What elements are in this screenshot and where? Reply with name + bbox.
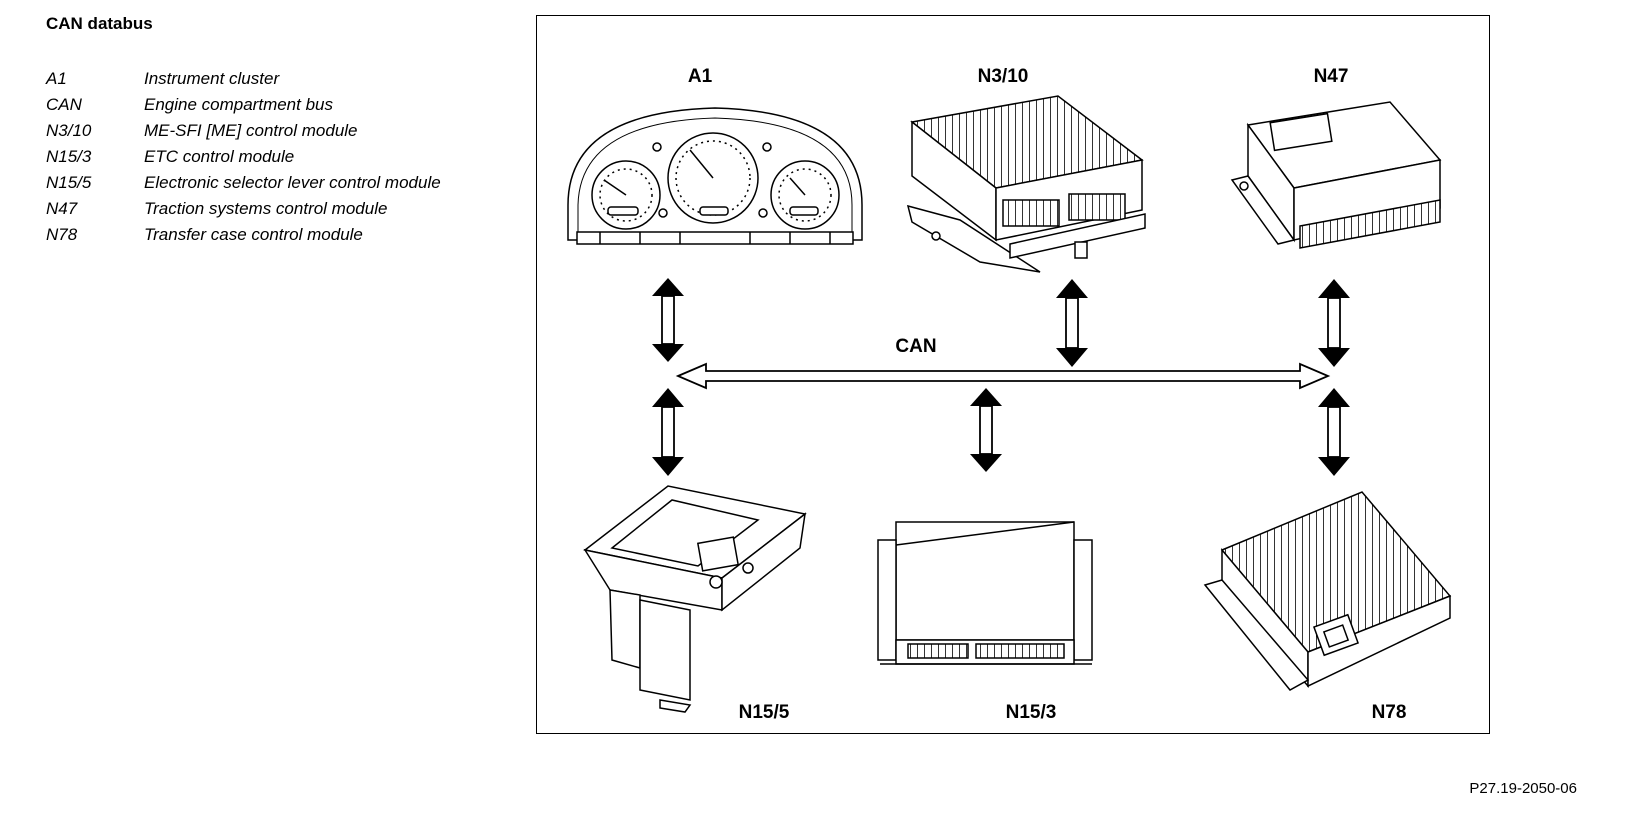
arrow-n15-3 [970, 388, 1002, 472]
legend-description: Engine compartment bus [144, 95, 333, 114]
legend-code: A1 [46, 69, 67, 88]
legend-code: CAN [46, 95, 82, 114]
legend-row: CAN Engine compartment bus [46, 92, 486, 118]
selector-lever-module-illustration [583, 485, 807, 713]
label-a1: A1 [688, 66, 713, 87]
legend-description: Traction systems control module [144, 199, 388, 218]
legend-description: Transfer case control module [144, 225, 363, 244]
diagram-frame [536, 15, 1490, 734]
legend-code: N47 [46, 199, 78, 218]
legend-code: N15/3 [46, 147, 92, 166]
legend-code: N78 [46, 225, 78, 244]
label-n78: N78 [1372, 702, 1407, 723]
can-bus-line [675, 362, 1331, 390]
label-can: CAN [895, 336, 936, 357]
connection-arrows [652, 278, 1350, 476]
legend-description: ETC control module [144, 147, 295, 166]
legend-row: N15/5 Electronic selector lever control … [46, 170, 486, 196]
arrow-n3-10 [1056, 279, 1088, 367]
traction-module-illustration [1230, 101, 1442, 249]
legend-code: N15/5 [46, 173, 92, 192]
label-n3-10: N3/10 [978, 66, 1029, 87]
legend: A1 Instrument cluster CAN Engine compart… [46, 66, 486, 248]
me-sfi-module-illustration [906, 95, 1146, 273]
label-n15-3: N15/3 [1006, 702, 1057, 723]
label-n15-5: N15/5 [739, 702, 790, 723]
arrow-n47 [1318, 279, 1350, 367]
arrow-n78 [1318, 388, 1350, 476]
label-n47: N47 [1314, 66, 1349, 87]
legend-row: A1 Instrument cluster [46, 66, 486, 92]
legend-row: N47 Traction systems control module [46, 196, 486, 222]
page-heading: CAN databus [46, 14, 153, 33]
legend-description: Electronic selector lever control module [144, 173, 441, 192]
figure-reference: P27.19-2050-06 [1469, 780, 1577, 797]
legend-code: N3/10 [46, 121, 92, 140]
legend-description: Instrument cluster [144, 69, 280, 88]
transfer-case-module-illustration [1203, 491, 1452, 691]
etc-module-illustration [877, 521, 1093, 665]
legend-row: N15/3 ETC control module [46, 144, 486, 170]
instrument-cluster-illustration [567, 107, 863, 245]
arrow-n15-5 [652, 388, 684, 476]
arrow-a1 [652, 278, 684, 362]
legend-description: ME-SFI [ME] control module [144, 121, 358, 140]
legend-row: N78 Transfer case control module [46, 222, 486, 248]
legend-row: N3/10 ME-SFI [ME] control module [46, 118, 486, 144]
